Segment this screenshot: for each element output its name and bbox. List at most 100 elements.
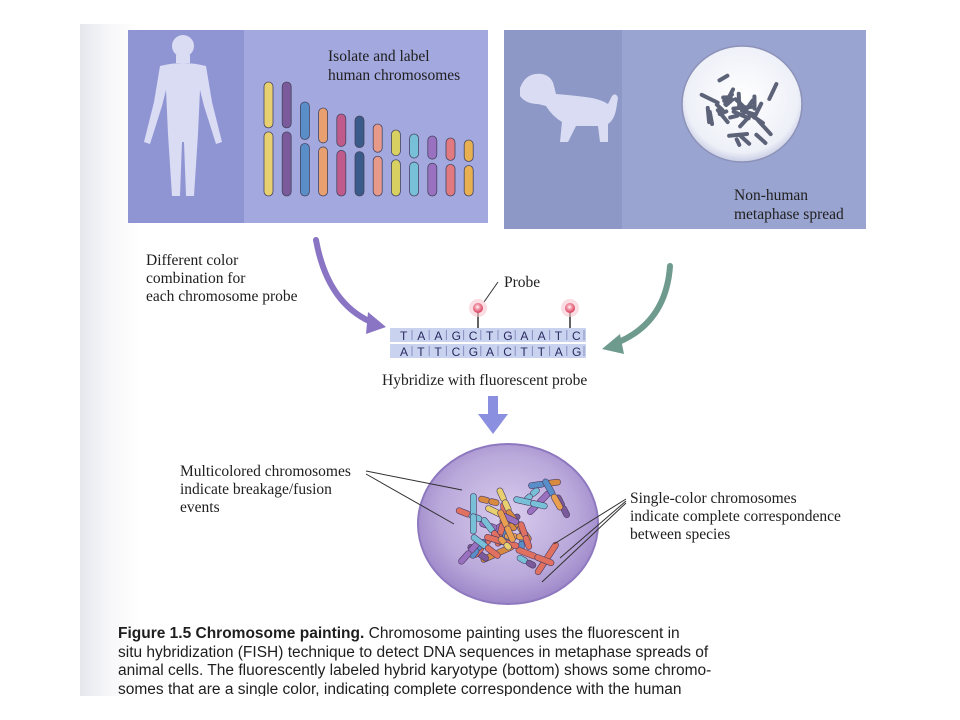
dna-base: C — [452, 345, 461, 359]
green-arrow-icon — [602, 263, 673, 354]
single-color-label-line2: indicate complete correspondence — [630, 508, 841, 525]
chromosome-segment — [484, 545, 501, 559]
dna-base: T — [538, 345, 546, 359]
chromosome-painting-diagram: Isolate and label human chromosomes Non-… — [128, 30, 866, 605]
hybrid-karyotype-chromosomes — [455, 478, 570, 576]
spread-chromosome — [728, 113, 740, 120]
chromosome-segment — [470, 513, 477, 535]
karyotype-chromosome-arm — [336, 150, 347, 197]
spread-chromosome — [714, 102, 725, 112]
dna-base: T — [417, 345, 425, 359]
different-color-label-line3: each chromosome probe — [146, 288, 298, 305]
spread-chromosome — [699, 92, 720, 105]
caption-line3: animal cells. The fluorescently labeled … — [118, 662, 712, 679]
karyotype-chromosome-arm — [463, 165, 474, 197]
single-color-leader-lines — [541, 498, 627, 583]
caption-title: Figure 1.5 Chromosome painting. — [118, 625, 365, 642]
dna-base: T — [520, 345, 528, 359]
isolate-label-line1: Isolate and label — [328, 48, 430, 65]
karyotype-chromosome-arm — [409, 161, 420, 197]
multicolor-chromosome — [542, 478, 564, 511]
probe-label: Probe — [504, 274, 540, 291]
karyotype-chromosome-arm — [336, 113, 347, 147]
dna-base: A — [434, 329, 442, 343]
single-color-chromosome — [478, 495, 500, 507]
dna-base: A — [417, 329, 425, 343]
dna-base: G — [503, 329, 512, 343]
dna-base: G — [469, 345, 478, 359]
chromosome-segment — [534, 554, 555, 567]
probe-marker-left — [469, 299, 487, 328]
karyotype-chromosome-arm — [318, 107, 329, 144]
different-color-label-line2: combination for — [146, 270, 246, 287]
dna-base: T — [400, 329, 408, 343]
chromosome-segment — [550, 493, 564, 511]
spread-chromosome — [737, 105, 749, 110]
karyotype-chromosome-arm — [372, 123, 383, 153]
chromosome-segment — [503, 542, 512, 551]
spread-chromosome — [705, 105, 712, 125]
dna-base: G — [452, 329, 461, 343]
spread-chromosome — [752, 94, 757, 111]
dna-base: G — [572, 345, 581, 359]
spread-chromosome — [754, 132, 768, 145]
caption-line1: Chromosome painting uses the fluorescent… — [364, 625, 680, 642]
spread-chromosome — [715, 108, 730, 125]
chromosome-segment — [458, 550, 472, 565]
spread-chromosome — [727, 132, 750, 138]
karyotype-chromosome-arm — [372, 155, 383, 197]
textbook-page: Isolate and label human chromosomes Non-… — [80, 24, 880, 696]
karyotype-chromosome-arm — [281, 81, 292, 129]
multicolored-label-line3: events — [180, 499, 220, 516]
multicolor-chromosome — [516, 554, 537, 569]
dog-silhouette-icon — [520, 73, 618, 142]
dna-base: A — [538, 329, 546, 343]
dna-base: C — [503, 345, 512, 359]
single-color-chromosome — [470, 493, 477, 535]
chromosome-segment — [525, 559, 537, 569]
chromosome-segment — [530, 500, 548, 510]
dna-backbone-top — [390, 328, 586, 342]
dna-base: C — [572, 329, 581, 343]
figure-caption: Figure 1.5 Chromosome painting. Chromoso… — [118, 625, 878, 696]
multicolored-label-line2: indicate breakage/fusion — [180, 481, 332, 498]
chromosome-segment — [488, 498, 500, 507]
karyotype-chromosome-arm — [445, 163, 456, 197]
dna-base: T — [555, 329, 563, 343]
chromosome-segment — [470, 493, 477, 517]
karyotype-chromosome-arm — [463, 139, 474, 162]
dna-base: A — [520, 329, 528, 343]
caption-line4: somes that are a single color, indicatin… — [118, 680, 682, 697]
karyotype-chromosome-arm — [299, 101, 310, 140]
multicolor-chromosome — [470, 534, 501, 559]
probe-marker-right — [561, 299, 579, 328]
nonhuman-label-line1: Non-human — [734, 187, 808, 204]
karyotype-chromosome-arm — [263, 81, 274, 129]
karyotype-chromosome-arm — [390, 159, 401, 197]
human-panel: Isolate and label human chromosomes — [128, 30, 488, 223]
hybridize-label: Hybridize with fluorescent probe — [382, 372, 587, 389]
spread-chromosome — [734, 137, 742, 147]
metaphase-spread-chromosomes — [699, 73, 779, 147]
dna-base: C — [469, 329, 478, 343]
single-color-chromosome — [497, 509, 516, 543]
different-color-label-line1: Different color — [146, 252, 239, 269]
multicolored-label-line1: Multicolored chromosomes — [180, 463, 351, 480]
karyotype-chromosome-arm — [427, 162, 438, 197]
probe-leader-line — [483, 281, 499, 303]
karyotype-chromosome-arm — [318, 146, 329, 197]
nonhuman-label-line2: metaphase spread — [734, 206, 844, 223]
human-silhouette-icon — [144, 35, 222, 196]
spread-chromosome — [756, 118, 773, 137]
spread-chromosome — [717, 73, 730, 83]
spread-chromosome — [752, 101, 764, 120]
karyotype-chromosome-arm — [281, 131, 292, 197]
single-color-label-line1: Single-color chromosomes — [630, 490, 797, 507]
purple-arrow-icon — [313, 237, 386, 334]
chromosome-segment — [504, 525, 516, 543]
multicolored-leader-lines — [365, 470, 463, 525]
dna-base: A — [486, 345, 494, 359]
